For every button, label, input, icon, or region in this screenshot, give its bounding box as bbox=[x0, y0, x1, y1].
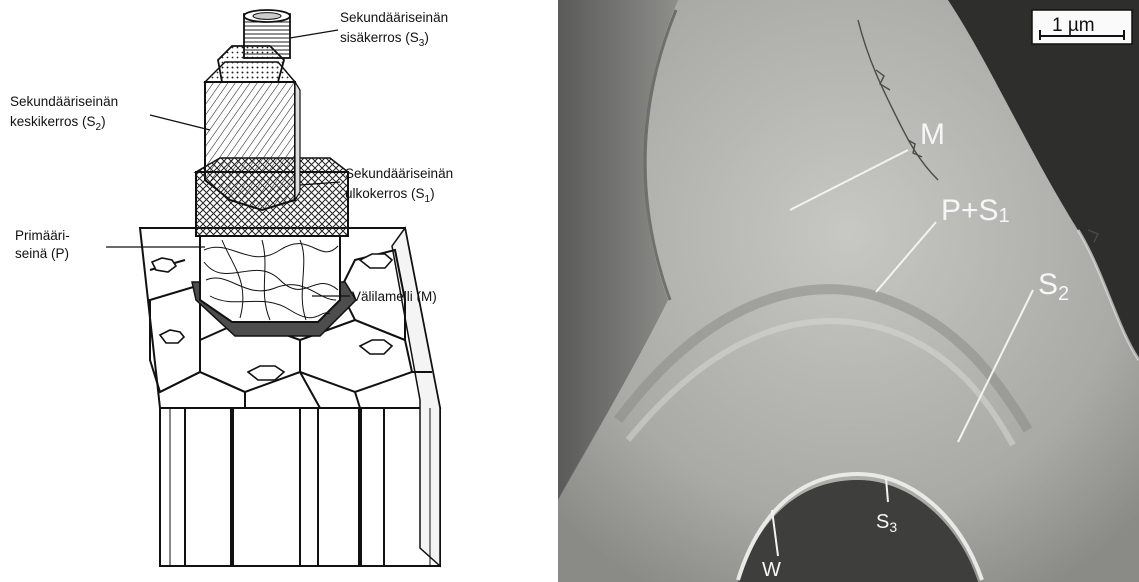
cell-wall-schematic-drawing: Sekundääriseinän sisäkerros (S3) Sekundä… bbox=[0, 0, 545, 582]
label-p-line2: seinä (P) bbox=[15, 246, 69, 261]
label-s3-line1: Sekundääriseinän bbox=[340, 10, 448, 25]
micrograph-panel: 1 µm M P+S1 S2 S3 W bbox=[558, 0, 1139, 582]
label-s1-line2: ulkokerros (S1) bbox=[345, 186, 435, 205]
label-s3-line2: sisäkerros (S3) bbox=[340, 30, 429, 49]
label-s2-line1: Sekundääriseinän bbox=[10, 94, 118, 109]
label-s2-line2: keskikerros (S2) bbox=[10, 114, 106, 133]
label-s1-line1: Sekundääriseinän bbox=[345, 166, 453, 181]
label-m: Välilamelli (M) bbox=[352, 289, 437, 304]
micrograph-drawing: 1 µm M P+S1 S2 S3 W bbox=[558, 0, 1139, 582]
label-m-micro: M bbox=[920, 118, 945, 151]
cell-wall-schematic: Sekundääriseinän sisäkerros (S3) Sekundä… bbox=[0, 0, 545, 582]
cell-wall-layers bbox=[196, 10, 348, 322]
scale-bar-label: 1 µm bbox=[1052, 15, 1095, 36]
label-p-line1: Primääri- bbox=[15, 228, 70, 243]
label-w-micro: W bbox=[762, 559, 781, 581]
scale-bar: 1 µm bbox=[1032, 10, 1132, 44]
